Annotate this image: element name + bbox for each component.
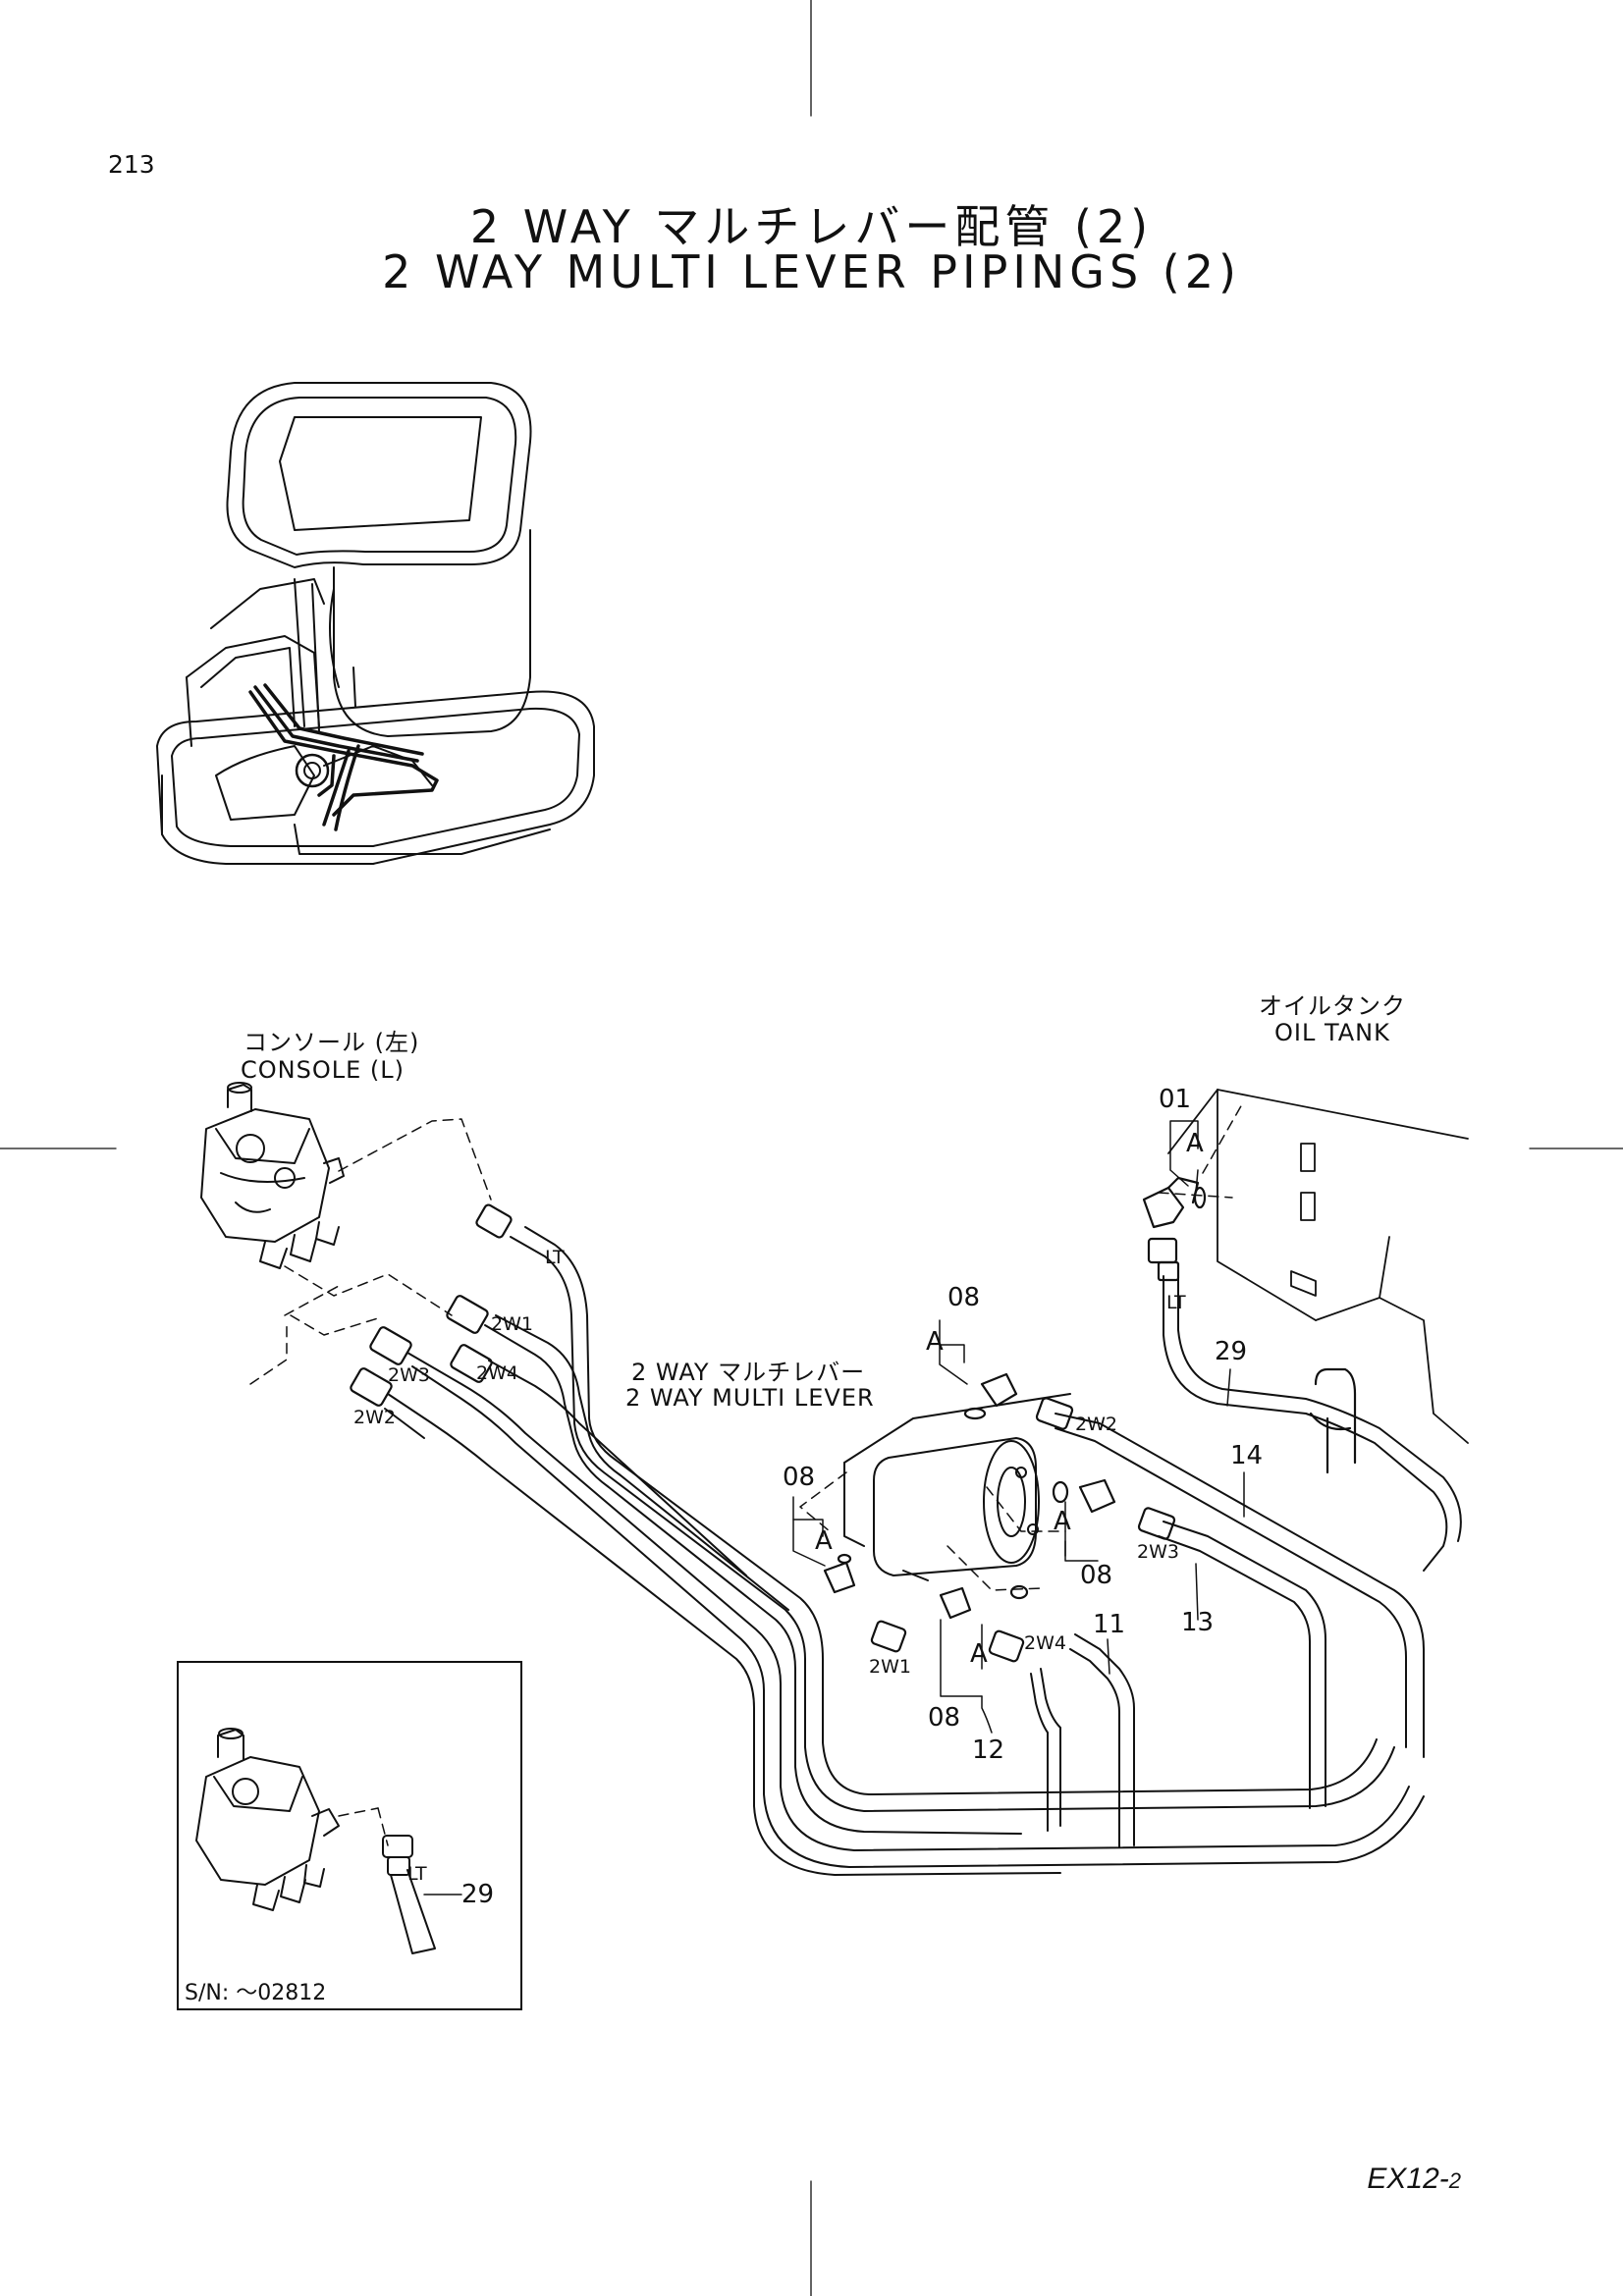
inset-illustration: [195, 1728, 462, 1954]
serial-inset-frame: [177, 1661, 522, 2010]
callout-12: 12: [972, 1735, 1005, 1765]
multi-lever-label-english: 2 WAY MULTI LEVER: [625, 1384, 875, 1412]
detail-mark-a-center: A: [1054, 1507, 1071, 1536]
oil-tank: [1167, 1089, 1469, 1444]
detail-mark-a-lower: A: [970, 1639, 988, 1669]
drawing-code: EX12-2: [1367, 2163, 1461, 2196]
callout-11: 11: [1093, 1610, 1126, 1639]
port-label-lt-inset: LT: [407, 1863, 427, 1885]
callout-08-left: 08: [783, 1463, 816, 1492]
pipe-bundle: [384, 1226, 1462, 1876]
port-label-2w1-left: 2W1: [491, 1313, 533, 1335]
title-japanese: 2 WAY マルチレバー配管 (2): [469, 200, 1154, 253]
port-label-2w4-right: 2W4: [1024, 1632, 1066, 1654]
oil-tank-label-english: OIL TANK: [1274, 1019, 1390, 1046]
lever-console-assembly: [200, 1082, 345, 1269]
title-english: 2 WAY MULTI LEVER PIPINGS (2): [382, 245, 1241, 298]
port-label-lt-console: LT: [545, 1247, 565, 1268]
drawing-code-sub: 2: [1448, 2168, 1461, 2193]
detail-mark-a-top: A: [926, 1327, 944, 1357]
port-label-2w1-right: 2W1: [869, 1656, 911, 1678]
console-label-japanese: コンソール (左): [243, 1029, 420, 1056]
callout-leaders: [792, 1120, 1245, 1734]
callout-01: 01: [1159, 1085, 1192, 1114]
callout-13: 13: [1181, 1608, 1215, 1637]
page-number: 213: [108, 150, 155, 179]
callout-08-top: 08: [947, 1283, 981, 1312]
machine-overview-illustration: [156, 382, 595, 865]
port-label-2w2-left: 2W2: [353, 1407, 396, 1428]
port-label-2w3-left: 2W3: [388, 1364, 430, 1386]
multi-lever-valve: [843, 1393, 1071, 1581]
multi-lever-label-japanese: 2 WAY マルチレバー: [631, 1359, 866, 1386]
callout-29-inset: 29: [461, 1880, 495, 1909]
left-couplings: [350, 1203, 513, 1407]
callout-29: 29: [1215, 1337, 1248, 1366]
oil-tank-label-japanese: オイルタンク: [1259, 992, 1406, 1020]
port-label-lt-tank: LT: [1166, 1292, 1186, 1313]
port-label-2w4-left: 2W4: [476, 1362, 518, 1384]
drawing-code-main: EX12-: [1367, 2163, 1449, 2195]
port-label-2w3-right: 2W3: [1137, 1541, 1179, 1563]
connection-dash-lines: [249, 1103, 1243, 1591]
right-couplings: [823, 1372, 1176, 1663]
detail-mark-a-tank: A: [1186, 1129, 1204, 1158]
port-label-2w2-right: 2W2: [1075, 1414, 1117, 1435]
inset-serial-number: S/N: ～02812: [185, 1981, 327, 2005]
callout-08-center: 08: [1080, 1561, 1113, 1590]
console-label-english: CONSOLE (L): [241, 1056, 405, 1084]
callout-08-lower: 08: [928, 1703, 961, 1733]
oil-tank-fittings: [1142, 1176, 1357, 1474]
callout-14: 14: [1230, 1441, 1264, 1470]
detail-mark-a-left: A: [815, 1526, 833, 1556]
